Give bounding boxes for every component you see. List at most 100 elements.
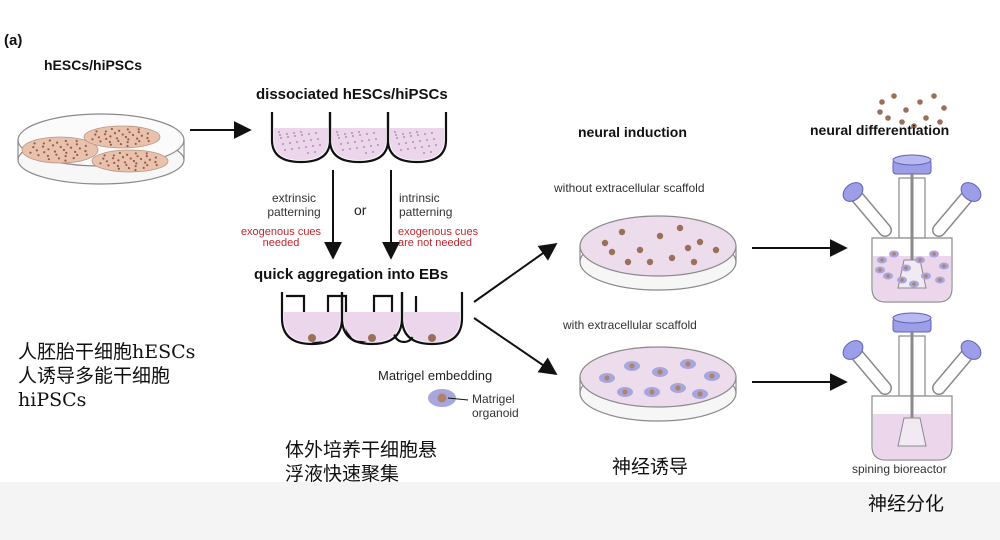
top-cap-lid [892,154,932,166]
neural-cell [690,258,698,266]
dissociated-cell-dot [428,145,430,147]
dissociated-cell-dot [314,151,316,153]
dissociated-cell-dot [349,148,351,150]
stem-cell-chinese-note: 人胚胎干细胞hESCs 人诱导多能干细胞 hiPSCs [18,341,196,411]
dissociated-cell-dot [423,152,425,154]
organoid-core [622,389,628,395]
dissociated-cell-dot [407,148,409,150]
arrow-to-with-scaffold [473,317,558,376]
neural-cell [903,107,909,113]
dissociated-cell-dot [403,136,405,138]
colony-cell-dot [107,164,110,167]
organoid-core [886,274,890,278]
dissociated-cell-dot [400,149,402,151]
neural-induction-label: neural induction [578,124,687,140]
dissociated-cell-dot [287,136,289,138]
matrigel-organoid-symbol [428,389,469,407]
colony-cell-dot [78,147,81,150]
dissociated-cell-dot [395,134,397,136]
organoid-core [657,369,663,375]
dissociated-cell-dot [282,143,284,145]
neural-cell [684,244,692,252]
colony-cell-dot [146,132,149,135]
colony-cell-dot [84,150,87,153]
colony-cell-dot [56,141,59,144]
colony-cell-dot [126,144,129,148]
colony-cell-dot [103,133,107,136]
organoid-core [709,373,715,379]
organoid-core [912,282,916,286]
organoid-core [932,252,936,256]
colony-cell-dot [136,155,139,158]
dissociated-cell-dot [342,149,344,151]
colony-cell-dot [53,150,57,153]
colony-cell-dot [139,157,143,161]
colony-cell-dot [103,154,106,157]
colony-cell-dot [109,143,112,146]
colony-cell-dot [85,153,88,156]
colony-cell-dot [118,129,121,132]
dissociated-cell-dot [278,131,280,133]
cell-colony [91,149,169,173]
colony-cell-dot [154,156,157,159]
colony-cell-dot [121,156,125,159]
stem-cell-dish [17,113,185,185]
colony-cell-dot [128,131,131,134]
colony-cell-dot [37,154,40,157]
embryoid-body [428,334,436,342]
side-cap [842,340,864,360]
colony-cell-dot [110,127,113,131]
spining-bioreactor-label: spining bioreactor [852,462,947,476]
organoid-core [604,375,610,381]
neural-cell [668,254,676,262]
organoid-core [675,385,681,391]
organoid-core [900,278,904,282]
dissociated-cell-dot [416,131,418,133]
colony-cell-dot [135,162,138,165]
neural-cell [885,115,891,121]
colony-cell-dot [47,148,50,151]
colony-cell-dot [75,139,78,143]
colony-cell-dot [35,149,38,152]
dissociated-cell-dot [405,142,407,144]
colony-cell-dot [108,140,112,144]
with-scaffold-label: with extracellular scaffold [563,318,697,332]
dissociated-cell-dot [312,145,314,147]
colony-cell-dot [46,154,50,158]
organoid-core [878,268,882,272]
hescs-hipscs-label: hESCs/hiPSCs [44,57,143,73]
colony-cell-dot [124,135,128,139]
colony-cell-dot [105,137,108,140]
neural-cell [696,238,704,246]
colony-cell-dot [115,137,119,140]
colony-cell-dot [119,142,123,146]
dissociated-cell-dot [426,139,428,141]
colony-cell-dot [148,158,151,161]
colony-cells [29,127,158,172]
neural-induction-chinese: 神经诱导 [612,456,689,478]
neural-cell [941,105,947,111]
neural-cell [917,99,923,105]
colony-cell-dot [137,131,140,134]
colony-cell-dot [134,152,137,155]
colony-cell-dot [94,133,97,136]
culture-chinese-note: 体外培养干细胞悬 浮液快速聚集 [285,439,438,485]
embryoid-body [368,334,376,342]
dissociated-cell-dot [351,132,353,134]
dissociated-cell-dot [294,135,296,137]
eb-wells-shape [280,292,464,346]
colony-cell-dot [117,159,120,162]
colony-cell-dot [51,144,55,147]
dissociated-cell-dot [310,139,312,141]
dish-without-scaffold [579,215,737,291]
organoid-core [938,278,942,282]
colony-cell-dot [126,141,129,144]
colony-cell-dot [127,138,130,141]
colony-cell-dot [109,135,112,138]
colony-cell-dot [102,157,105,160]
dissociated-cell-dot [352,135,354,137]
